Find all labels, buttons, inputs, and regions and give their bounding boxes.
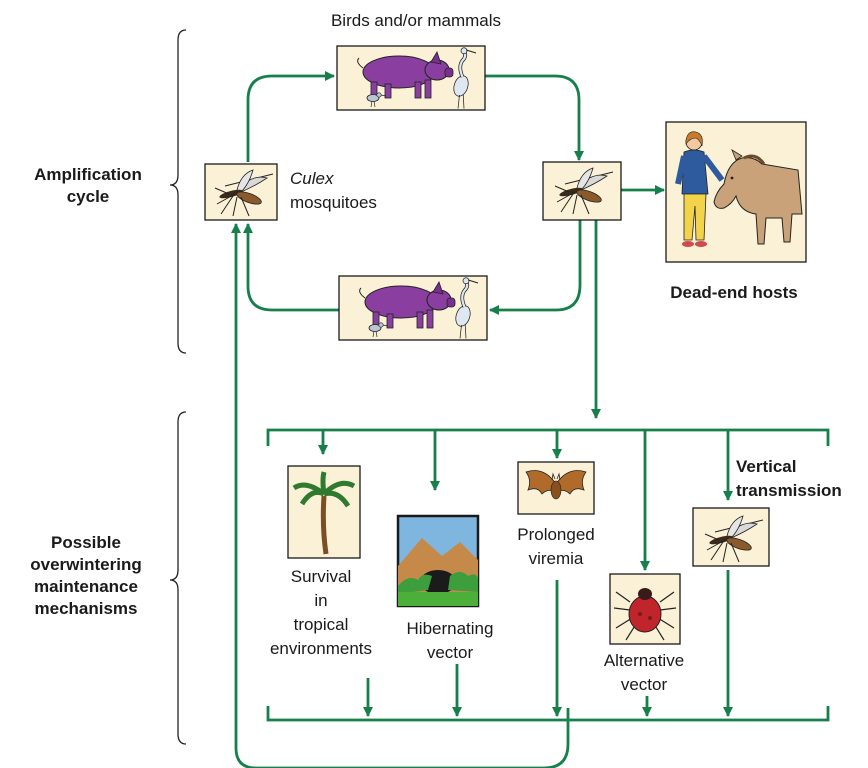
mosquito-box-vertical [692, 507, 770, 567]
tropical-label-1: Survival [291, 567, 351, 586]
palm-tree-icon [292, 471, 356, 555]
viremia-label-1: Prolonged [517, 525, 595, 544]
mosquitoes-label: mosquitoes [290, 193, 377, 212]
overwintering-label-2: overwintering [30, 555, 141, 574]
birds-mammals-label: Birds and/or mammals [331, 11, 501, 30]
amplification-label: Amplification [34, 165, 142, 184]
tropical-label-4: environments [270, 639, 372, 658]
mosquito-box-right [542, 161, 622, 221]
bat-icon [525, 470, 587, 500]
overwintering-arrows [266, 428, 830, 722]
tropical-label-3: tropical [294, 615, 349, 634]
return-arrow [231, 223, 570, 768]
overwintering-label-1: Possible [51, 533, 121, 552]
amplification-label-2: cycle [67, 187, 110, 206]
amplification-arrows [243, 71, 665, 419]
overwintering-brace [169, 411, 187, 745]
vertical-label-1: Vertical [736, 457, 797, 476]
dead-end-hosts-label: Dead-end hosts [670, 283, 798, 302]
palm-tree-box [287, 465, 361, 559]
overwintering-label-4: mechanisms [35, 599, 138, 618]
overwintering-label-3: maintenance [34, 577, 138, 596]
hibernating-label-2: vector [427, 643, 474, 662]
vertical-label-2: transmission [736, 481, 842, 500]
dead-end-hosts-box [665, 121, 807, 263]
cave-box [396, 514, 480, 608]
hibernating-label-1: Hibernating [407, 619, 494, 638]
cave-icon [398, 538, 478, 606]
animal-box-top [337, 46, 485, 110]
bat-box [517, 461, 595, 515]
amplification-brace [169, 29, 187, 354]
mosquito-box-left [204, 163, 278, 221]
animal-box-bottom [339, 276, 487, 340]
horse-icon [713, 149, 803, 245]
viremia-label-2: viremia [529, 549, 584, 568]
alternative-label-1: Alternative [604, 651, 684, 670]
tick-icon [613, 588, 677, 641]
culex-label: Culex [290, 169, 334, 188]
girl-icon [675, 131, 725, 247]
tropical-label-2: in [314, 591, 327, 610]
tick-box [609, 573, 681, 645]
alternative-label-2: vector [621, 675, 668, 694]
